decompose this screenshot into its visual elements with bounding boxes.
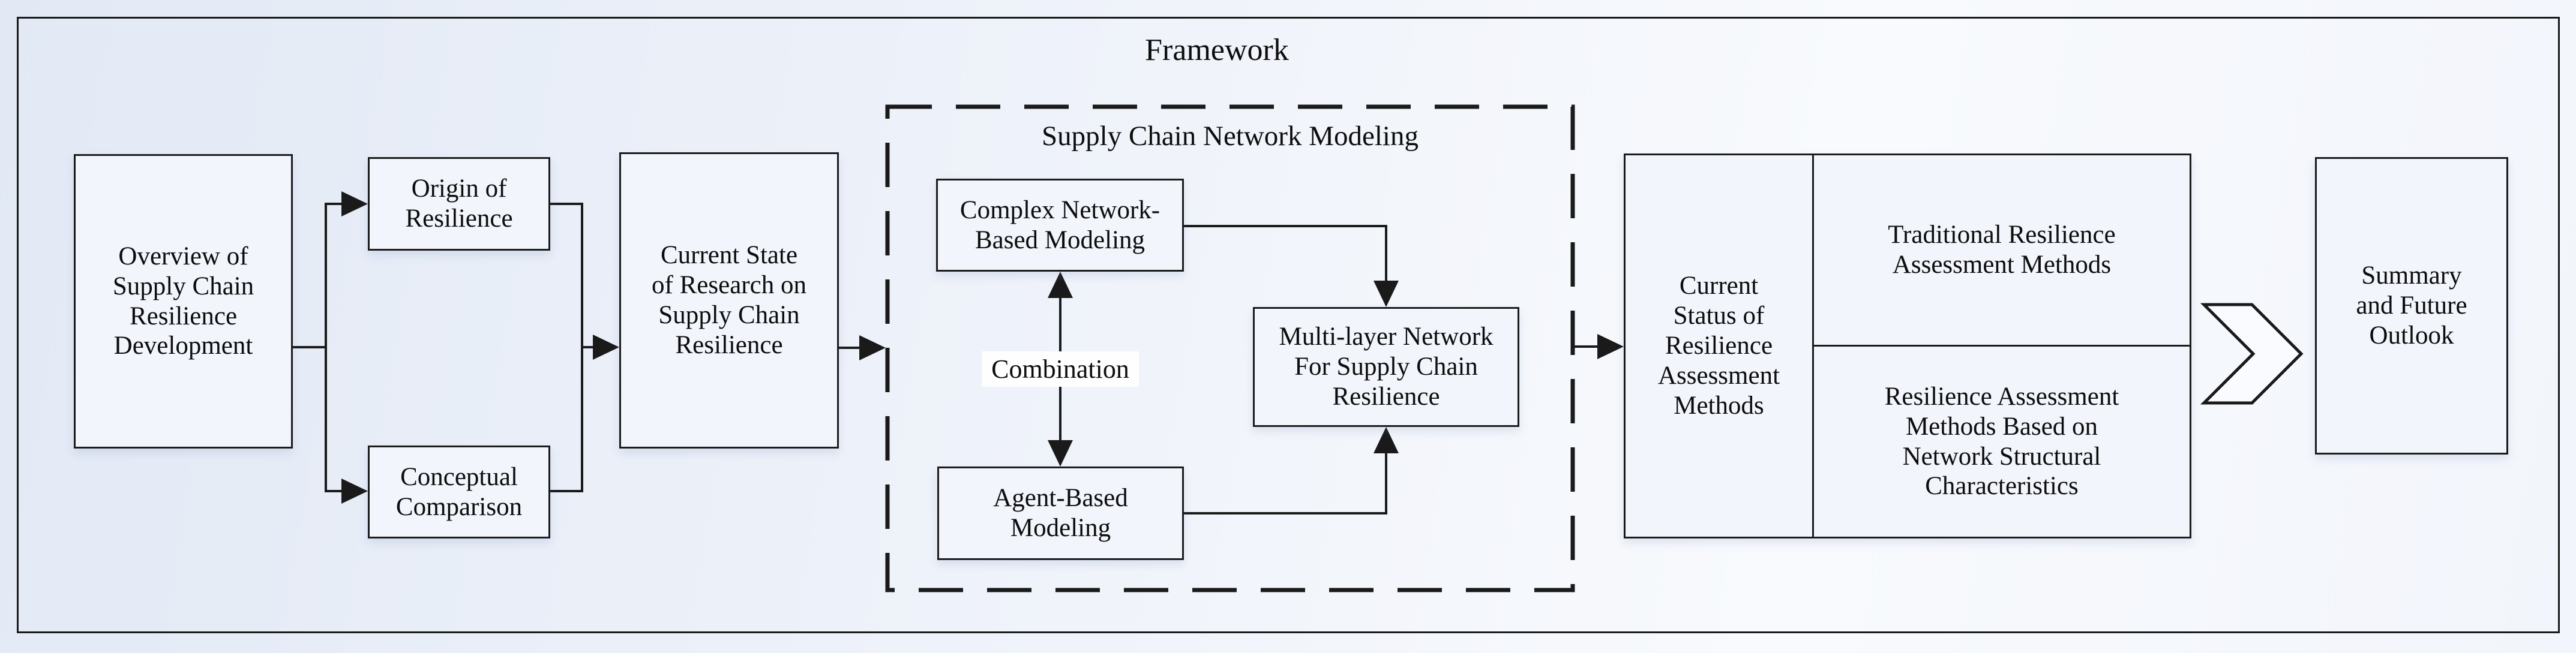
arrowhead-group-icon: [859, 335, 886, 360]
network-modeling-group-border: [885, 104, 1575, 592]
node-complex-label: Complex Network- Based Modeling: [959, 195, 1160, 254]
node-conceptual-comparison: Conceptual Comparison: [368, 446, 550, 538]
node-overview: Overview of Supply Chain Resilience Deve…: [74, 154, 293, 449]
arrowhead-multilayer-top-icon: [1374, 281, 1399, 307]
network-modeling-group-label: Supply Chain Network Modeling: [1042, 121, 1419, 152]
diagram-title: Framework: [1145, 33, 1289, 67]
node-complex-network-modeling: Complex Network- Based Modeling: [936, 179, 1184, 272]
cell-assessment-status-label: Current Status of Resilience Assessment …: [1657, 272, 1780, 420]
diagram-frame: [17, 17, 2560, 633]
cell-assessment-status: Current Status of Resilience Assessment …: [1626, 155, 1814, 537]
node-summary-outlook: Summary and Future Outlook: [2315, 157, 2508, 455]
chevron-right-icon: [2200, 303, 2304, 405]
cell-network-structural-methods: Resilience Assessment Methods Based on N…: [1814, 347, 2190, 537]
cell-network-structural-label: Resilience Assessment Methods Based on N…: [1884, 382, 2119, 501]
connector-agent-multilayer: [1184, 452, 1387, 514]
node-current-state-of-research: Current State of Research on Supply Chai…: [619, 152, 839, 449]
node-current-state-label: Current State of Research on Supply Chai…: [652, 241, 806, 359]
arrowhead-assessment-icon: [1597, 334, 1624, 359]
arrowhead-current-state-icon: [593, 335, 619, 360]
arrowhead-conceptual-icon: [341, 479, 368, 504]
node-origin-of-resilience: Origin of Resilience: [368, 157, 550, 251]
node-multilayer-label: Multi-layer Network For Supply Chain Res…: [1279, 323, 1494, 411]
connector-complex-multilayer: [1184, 225, 1387, 282]
node-summary-label: Summary and Future Outlook: [2356, 261, 2467, 350]
combination-label: Combination: [982, 351, 1139, 387]
cell-traditional-label: Traditional Resilience Assessment Method…: [1888, 221, 2116, 279]
arrowhead-origin-icon: [341, 191, 368, 216]
node-multilayer-network: Multi-layer Network For Supply Chain Res…: [1253, 307, 1519, 427]
node-assessment-methods: Current Status of Resilience Assessment …: [1624, 154, 2191, 538]
arrowhead-up-complex-icon: [1048, 272, 1073, 298]
node-agent-based-modeling: Agent-Based Modeling: [937, 467, 1184, 560]
node-agent-label: Agent-Based Modeling: [993, 484, 1128, 542]
node-origin-label: Origin of Resilience: [405, 174, 513, 233]
arrowhead-multilayer-bottom-icon: [1374, 427, 1399, 453]
cell-traditional-methods: Traditional Resilience Assessment Method…: [1814, 155, 2190, 347]
node-overview-label: Overview of Supply Chain Resilience Deve…: [112, 242, 254, 360]
node-conceptual-label: Conceptual Comparison: [395, 462, 523, 521]
arrowhead-down-agent-icon: [1048, 440, 1073, 467]
